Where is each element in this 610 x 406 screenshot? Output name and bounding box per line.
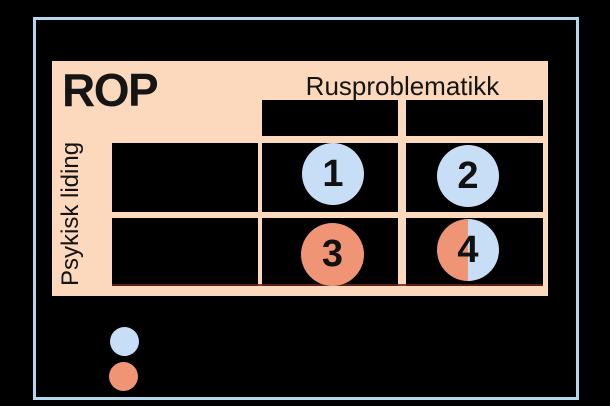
quadrant-circle-1: 1 xyxy=(302,143,364,205)
column-header-cell-2 xyxy=(406,100,543,136)
diagram-title: ROP xyxy=(62,64,159,116)
quadrant-circle-2-number: 2 xyxy=(457,154,479,197)
legend-swatch-orange-circle xyxy=(109,362,138,391)
quadrant-circle-3: 3 xyxy=(301,223,364,286)
column-group-label: Rusproblematikk xyxy=(305,71,500,101)
column-header-cell-1 xyxy=(262,100,398,136)
quadrant-circle-1-number: 1 xyxy=(322,152,344,195)
outer-frame-border xyxy=(33,17,579,400)
quadrant-circle-2: 2 xyxy=(437,145,499,207)
row-1-label-cell xyxy=(112,143,258,212)
row-group-label: Psykisk liding xyxy=(57,141,84,286)
diagram-panel: ROP Rusproblematikk Psykisk liding 1 2 3… xyxy=(52,61,548,296)
quadrant-circle-4: 4 xyxy=(437,219,499,281)
quadrant-circle-3-number: 3 xyxy=(321,233,344,275)
legend-swatch-blue-circle xyxy=(110,327,139,356)
quadrant-circle-4-number: 4 xyxy=(457,228,479,271)
row-2-label-cell xyxy=(112,218,258,286)
